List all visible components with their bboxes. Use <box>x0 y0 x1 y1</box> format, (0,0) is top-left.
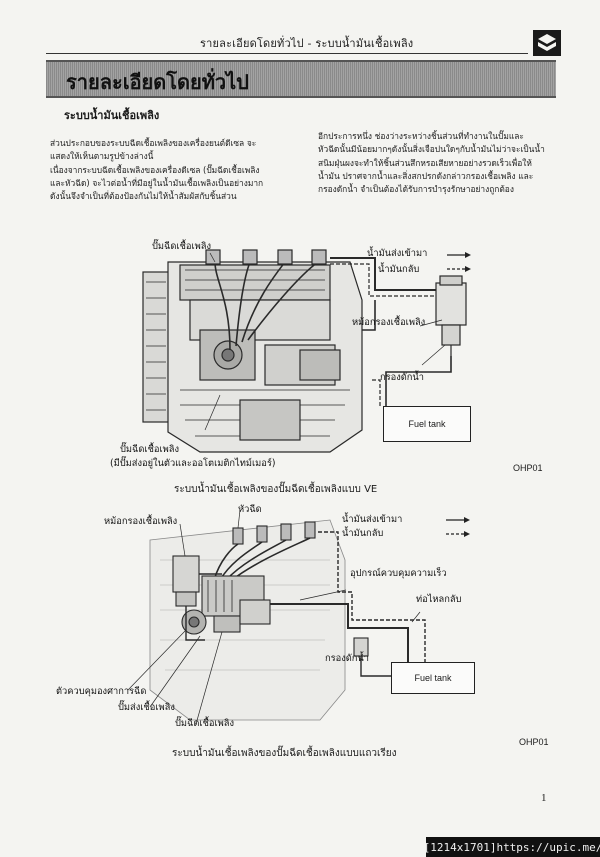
text-line: หัวฉีดนั้นมีน้อยมากๆดังนั้นสิ่งเจือปนใดๆ… <box>318 144 545 155</box>
return-arrow-icon <box>446 531 470 537</box>
label-injection-pump-bottom: ปั๊มฉีดเชื้อเพลิง <box>120 444 180 455</box>
label-governor: อุปกรณ์ควบคุมความเร็ว <box>350 568 447 579</box>
label-injection-pump-2: ปั๊มฉีดเชื้อเพลิง <box>175 718 235 729</box>
legend-supply-label: น้ำมันส่งเข้ามา <box>367 248 428 259</box>
label-fuel-filter-2: หม้อกรองเชื้อเพลิง <box>104 516 178 527</box>
return-arrow-icon <box>447 266 471 272</box>
label-feed-pump: ปั๊มส่งเชื้อเพลิง <box>118 702 175 713</box>
text-line: และหัวฉีด) จะไวต่อน้ำที่มีอยู่ในน้ำมันเช… <box>50 177 264 188</box>
label-water-trap-2: กรองดักน้ำ <box>325 653 369 664</box>
image-source-footer: [1214x1701]https://upic.me/ <box>424 837 600 857</box>
label-timer: ตัวควบคุมองศาการฉีด <box>56 686 147 697</box>
text-line: สนิมฝุ่นผงจะทำให้ชิ้นส่วนสึกหรอเสียหายอย… <box>318 157 532 168</box>
text-line: แสดงให้เห็นตามรูปข้างล่างนี้ <box>50 151 154 162</box>
text-line: กรองดักน้ำ จำเป็นต้องได้รับการบำรุงรักษา… <box>318 184 514 195</box>
text-line: อีกประการหนึ่ง ช่องว่างระหว่างชิ้นส่วนที… <box>318 131 524 141</box>
header-rule <box>46 53 528 54</box>
figure-caption: ระบบน้ำมันเชื้อเพลิงของปั๊มฉีดเชื้อเพลิง… <box>174 484 378 495</box>
chapter-banner: รายละเอียดโดยทั่วไป <box>46 60 556 98</box>
manufacturer-logo-icon <box>533 30 561 56</box>
fuel-tank: Fuel tank <box>383 406 471 442</box>
section-title: ระบบน้ำมันเชื้อเพลิง <box>64 109 160 122</box>
text-line: น้ำมัน ปราศจากน้ำและสิ่งสกปรกดังกล่าวกรอ… <box>318 170 534 181</box>
body-paragraph-left: ส่วนประกอบของระบบฉีดเชื้อเพลิงของเครื่อง… <box>50 137 294 203</box>
legend-return-label: น้ำมันกลับ <box>378 264 420 275</box>
supply-arrow-icon <box>446 517 470 523</box>
text-line: ส่วนประกอบของระบบฉีดเชื้อเพลิงของเครื่อง… <box>50 138 257 148</box>
figure-code: OHP01 <box>513 463 543 473</box>
label-water-trap: กรองดักน้ำ <box>380 372 424 383</box>
legend-return-label-2: น้ำมันกลับ <box>342 528 384 539</box>
label-injection-pump-note: (มีปั๊มส่งอยู่ในตัวและออโตเมติกไทม์เมอร์… <box>110 458 276 469</box>
page-number: 1 <box>541 792 547 804</box>
legend-supply-label-2: น้ำมันส่งเข้ามา <box>342 514 403 525</box>
text-line: เนื่องจากระบบฉีดเชื้อเพลิงของเครื่องดีเซ… <box>50 164 260 175</box>
figure-code-2: OHP01 <box>519 737 549 747</box>
supply-arrow-icon <box>447 252 471 258</box>
label-injection-pump-top: ปั๊มฉีดเชื้อเพลิง <box>152 241 212 252</box>
body-paragraph-right: อีกประการหนึ่ง ช่องว่างระหว่างชิ้นส่วนที… <box>318 130 568 196</box>
label-fuel-filter: หม้อกรองเชื้อเพลิง <box>352 317 426 328</box>
figure-caption-2: ระบบน้ำมันเชื้อเพลิงของปั๊มฉีดเชื้อเพลิง… <box>172 748 397 759</box>
text-line: ดังนั้นจึงจำเป็นที่ต้องป้องกันไม่ให้น้ำส… <box>50 191 237 202</box>
fuel-tank-2: Fuel tank <box>391 662 475 694</box>
label-nozzle: หัวฉีด <box>238 504 262 515</box>
label-overflow-pipe: ท่อไหลกลับ <box>416 594 462 605</box>
chapter-title: รายละเอียดโดยทั่วไป <box>66 70 249 94</box>
running-header: รายละเอียดโดยทั่วไป - ระบบน้ำมันเชื้อเพล… <box>200 37 414 50</box>
